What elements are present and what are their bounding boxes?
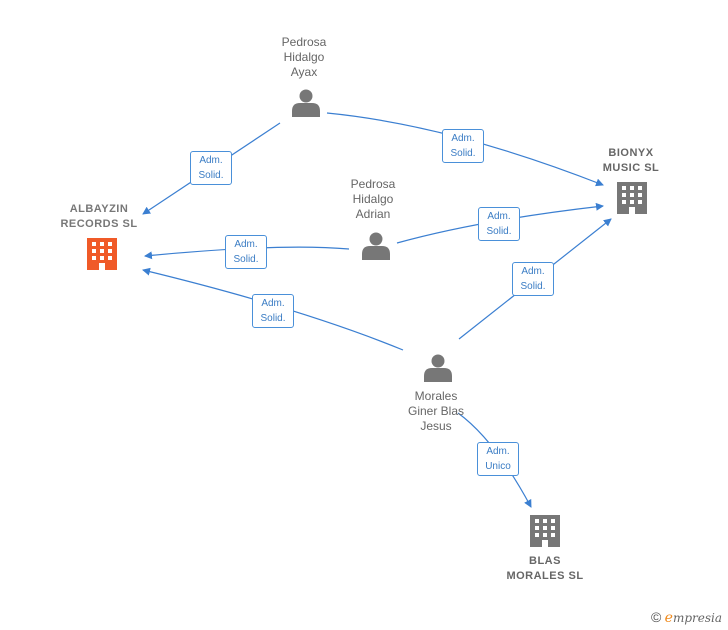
building-icon-bionyx[interactable] [617,182,647,214]
building-icon-albayzin[interactable] [87,238,117,270]
person-label-ayax[interactable]: Pedrosa Hidalgo Ayax [281,35,327,79]
person-label-adrian[interactable]: Pedrosa Hidalgo Adrian [350,177,396,221]
company-label-bionyx[interactable]: BIONYX MUSIC SL [602,147,660,174]
edge-label-jesus-blas: Adm. Unico [477,442,519,476]
edge-label-jesus-bionyx: Adm. Solid. [512,262,554,296]
person-icon-jesus[interactable] [424,354,452,383]
building-icon-blas[interactable] [530,515,560,547]
person-label-jesus[interactable]: Morales Giner Blas Jesus [407,389,465,433]
company-label-blas[interactable]: BLAS MORALES SL [506,555,584,582]
edge-label-adrian-bionyx: Adm. Solid. [478,207,520,241]
brand-logo-e: e [664,610,673,626]
person-icon-ayax[interactable] [292,89,320,118]
edge-label-ayax-albayzin: Adm. Solid. [190,151,232,185]
edge-label-jesus-albayzin: Adm. Solid. [252,294,294,328]
edge-label-ayax-bionyx: Adm. Solid. [442,129,484,163]
company-label-albayzin[interactable]: ALBAYZIN RECORDS SL [60,203,138,230]
brand-logo-text: mpresia [672,611,722,625]
person-icon-adrian[interactable] [362,232,390,261]
edge-label-adrian-albayzin: Adm. Solid. [225,235,267,269]
brand-logo: © empresia [651,609,722,626]
copyright-symbol: © [650,609,662,625]
